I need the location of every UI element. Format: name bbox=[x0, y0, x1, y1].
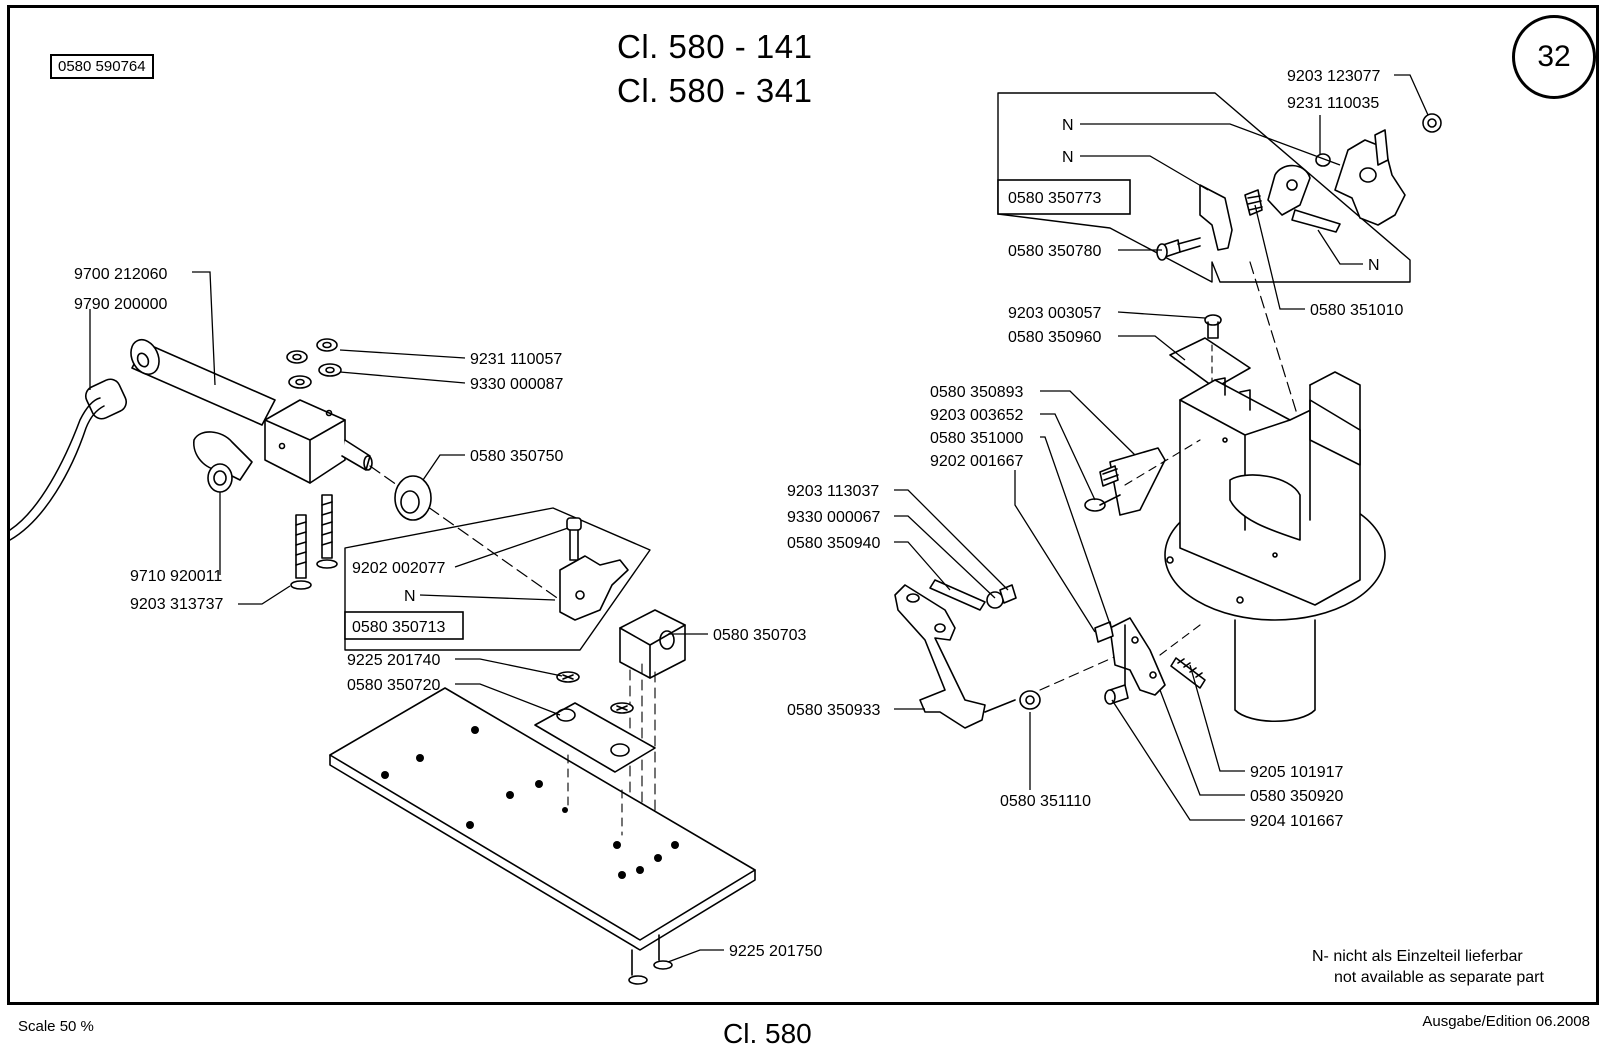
class-label: Cl. 580 bbox=[723, 1018, 812, 1049]
part-number-label: 0580 350703 bbox=[713, 627, 807, 644]
part-number-label: 9203 003652 bbox=[930, 407, 1024, 424]
leader-line bbox=[1117, 311, 1206, 319]
leader-line bbox=[192, 271, 216, 386]
leader-line bbox=[422, 454, 465, 481]
leader-line bbox=[238, 585, 291, 605]
leader-line bbox=[339, 371, 466, 384]
leader-line bbox=[1040, 413, 1096, 501]
leader-line bbox=[894, 515, 996, 599]
leader-line bbox=[894, 489, 1009, 591]
part-number-label: 9202 002077 bbox=[352, 560, 446, 577]
leader-line bbox=[1111, 699, 1245, 821]
part-number-label: 9225 201740 bbox=[347, 652, 441, 669]
drawing-number: 0580 590764 bbox=[50, 54, 154, 79]
part-number-label: 0580 350933 bbox=[787, 702, 881, 719]
machine-body bbox=[1164, 371, 1386, 723]
cylinder-assembly bbox=[9, 338, 373, 590]
leader-line bbox=[1254, 204, 1305, 310]
part-number-label: 9202 001667 bbox=[930, 453, 1024, 470]
part-number-label: N bbox=[1062, 149, 1074, 166]
part-number-label: 9330 000067 bbox=[787, 509, 881, 526]
part-number-label: 9204 101667 bbox=[1250, 813, 1344, 830]
part-number-label: 0580 351110 bbox=[1000, 793, 1091, 810]
leader-line bbox=[1118, 335, 1186, 361]
part-number-label: N bbox=[1062, 117, 1074, 134]
part-number-label: 9225 201750 bbox=[729, 943, 823, 960]
part-number-label: N bbox=[1368, 257, 1380, 274]
part-number-label: 0580 350940 bbox=[787, 535, 881, 552]
part-number-label: 9330 000087 bbox=[470, 376, 564, 393]
part-number-label: 9231 110035 bbox=[1287, 95, 1379, 112]
part-number-label: 0580 350720 bbox=[347, 677, 441, 694]
title-line-2: Cl. 580 - 341 bbox=[617, 72, 813, 109]
bushing-0580-350750 bbox=[394, 475, 432, 521]
note-line-german: N- nicht als Einzelteil lieferbar bbox=[1312, 948, 1523, 965]
part-number-label: 0580 350960 bbox=[1008, 329, 1102, 346]
leader-line bbox=[894, 541, 951, 591]
availability-note: N- nicht als Einzelteil lieferbar not av… bbox=[1312, 946, 1544, 988]
leader-line bbox=[1080, 155, 1209, 191]
part-number-label: 9203 123077 bbox=[1287, 68, 1381, 85]
title-line-1: Cl. 580 - 141 bbox=[617, 28, 813, 65]
leader-line bbox=[1317, 229, 1363, 265]
part-number-label: 0580 350893 bbox=[930, 384, 1024, 401]
assembly-label: 0580 350713 bbox=[352, 619, 446, 636]
scale-label: Scale 50 % bbox=[18, 1018, 94, 1035]
leader-line bbox=[1014, 470, 1096, 633]
leader-line bbox=[667, 949, 724, 963]
page-number: 32 bbox=[1512, 15, 1596, 99]
leader-line bbox=[1040, 436, 1113, 631]
part-number-label: 9203 313737 bbox=[130, 596, 224, 613]
leader-line bbox=[419, 594, 556, 601]
note-line-english: not available as separate part bbox=[1334, 969, 1544, 986]
part-number-label: 9231 110057 bbox=[470, 351, 562, 368]
leader-line bbox=[1080, 123, 1341, 166]
leader-line bbox=[454, 527, 569, 568]
part-number-label: 0580 351000 bbox=[930, 430, 1024, 447]
leader-line bbox=[339, 349, 466, 359]
part-number-label: 9203 003057 bbox=[1008, 305, 1102, 322]
part-number-label: N bbox=[404, 588, 416, 605]
part-number-label: 9205 101917 bbox=[1250, 764, 1344, 781]
leader-line bbox=[455, 658, 563, 677]
part-number-label: 9710 920011 bbox=[130, 568, 222, 585]
drawing-frame bbox=[7, 5, 1599, 1005]
leader-line bbox=[1159, 689, 1245, 796]
edition-label: Ausgabe/Edition 06.2008 bbox=[1422, 1013, 1590, 1030]
part-number-label: 0580 351010 bbox=[1310, 302, 1404, 319]
part-number-label: 0580 350750 bbox=[470, 448, 564, 465]
assembly-label: 0580 350773 bbox=[1008, 190, 1102, 207]
part-number-label: 9203 113037 bbox=[787, 483, 879, 500]
part-number-label: 9790 200000 bbox=[74, 296, 168, 313]
leader-line bbox=[1189, 664, 1245, 772]
part-number-label: 9700 212060 bbox=[74, 266, 168, 283]
leader-line bbox=[1394, 74, 1429, 116]
part-number-label: 0580 350780 bbox=[1008, 243, 1102, 260]
part-number-label: 0580 350920 bbox=[1250, 788, 1344, 805]
leader-line bbox=[1040, 390, 1136, 456]
leader-line bbox=[455, 683, 561, 716]
